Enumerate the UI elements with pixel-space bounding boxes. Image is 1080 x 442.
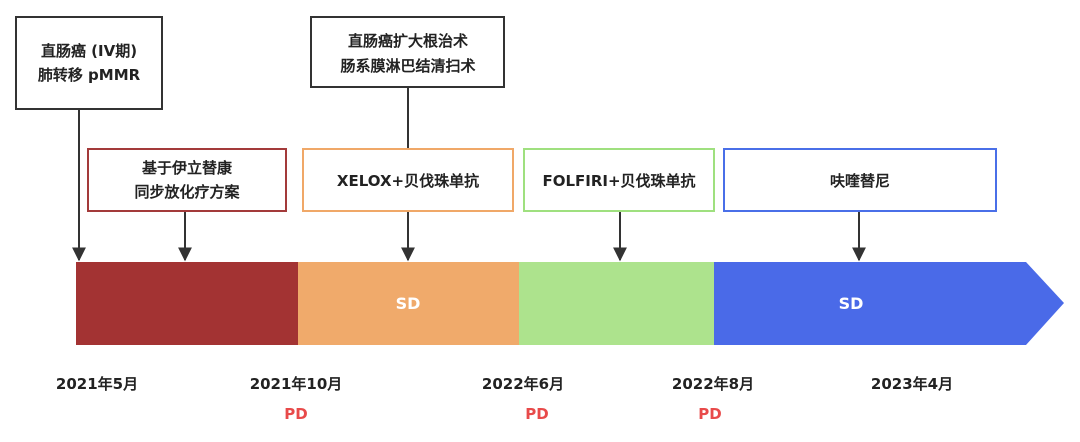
diagnosis-line-1: 直肠癌 (IV期) [41,42,137,60]
pd-mark-3: PD [698,405,721,423]
fruquintinib-box: 呋喹替尼 [723,148,997,212]
chemoradiation-box-frame [87,148,287,212]
date-2021-05: 2021年5月 [56,375,138,393]
xelox-box: XELOX+贝伐珠单抗 [302,148,514,212]
segment-1 [76,262,298,345]
fruquintinib-box-frame [723,148,997,212]
segment-2 [298,262,519,345]
folfiri-box-frame [523,148,715,212]
fruquintinib-label: 呋喹替尼 [830,172,890,190]
xelox-label: XELOX+贝伐珠单抗 [337,172,479,190]
folfiri-box: FOLFIRI+贝伐珠单抗 [523,148,715,212]
date-2021-10: 2021年10月 [250,375,343,393]
xelox-box-frame [302,148,514,212]
pd-mark-1: PD [284,405,307,423]
folfiri-label: FOLFIRI+贝伐珠单抗 [542,172,695,190]
chemoradiation-line-2: 同步放化疗方案 [134,183,240,201]
diagnosis-box-frame [15,16,163,110]
segment-2-label: SD [396,294,421,313]
chemoradiation-box: 基于伊立替康 同步放化疗方案 [87,148,287,212]
chemoradiation-line-1: 基于伊立替康 [141,159,233,177]
segment-4-arrow [714,262,1064,345]
date-2022-06: 2022年6月 [482,375,564,393]
segment-3 [519,262,714,345]
surgery-box: 直肠癌扩大根治术 肠系膜淋巴结清扫术 [310,16,505,88]
surgery-box-frame [310,16,505,88]
diagnosis-box: 直肠癌 (IV期) 肺转移 pMMR [15,16,163,110]
date-2023-04: 2023年4月 [871,375,953,393]
pd-mark-2: PD [525,405,548,423]
date-2022-08: 2022年8月 [672,375,754,393]
surgery-line-2: 肠系膜淋巴结清扫术 [340,57,475,75]
segment-4-label: SD [839,294,864,313]
surgery-line-1: 直肠癌扩大根治术 [348,32,468,50]
diagnosis-line-2: 肺转移 pMMR [38,66,141,84]
